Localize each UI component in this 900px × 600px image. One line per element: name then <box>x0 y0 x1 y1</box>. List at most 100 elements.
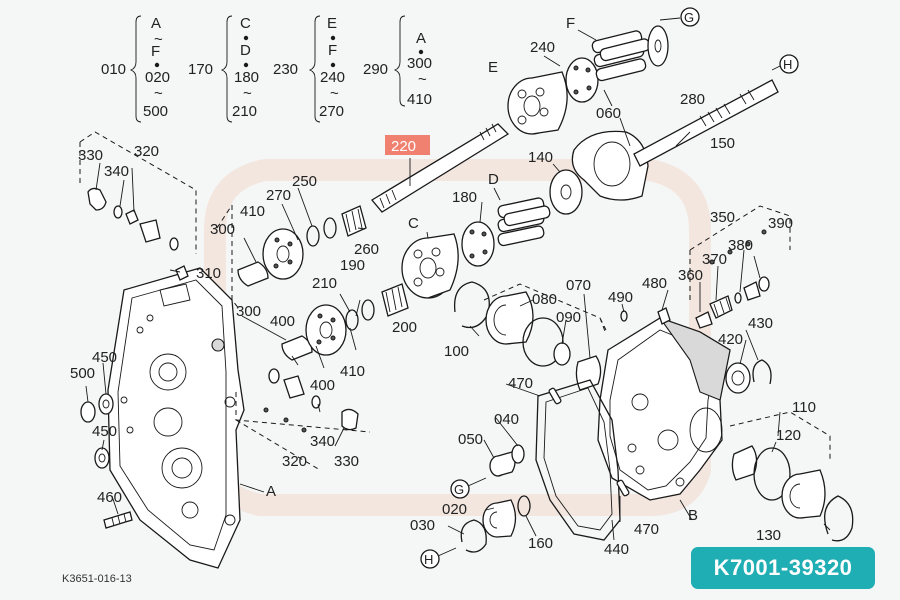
seal-housing <box>781 469 826 519</box>
label-390: 390 <box>768 215 793 232</box>
plate-410-top <box>262 228 304 280</box>
parts-360-390 <box>695 229 770 329</box>
group-box-320-top <box>79 131 197 254</box>
bushing-110 <box>731 445 758 481</box>
label-130: 130 <box>756 527 781 544</box>
group-box-320-bottom <box>235 392 371 471</box>
label-c: C <box>408 215 419 232</box>
legend-number: 010 <box>101 61 126 78</box>
case-b <box>597 316 731 501</box>
svg-text:H: H <box>424 552 433 567</box>
label-320-b: 320 <box>282 453 307 470</box>
part-number-badge: K7001-39320 <box>691 547 875 589</box>
label-280: 280 <box>680 91 705 108</box>
label-a: A <box>266 483 276 500</box>
legend-range-top: E <box>327 15 337 32</box>
washer-140 <box>549 169 583 215</box>
label-d: D <box>488 171 499 188</box>
label-260: 260 <box>354 241 379 258</box>
parts-330-340-top <box>87 187 179 251</box>
label-470-b: 470 <box>634 521 659 538</box>
legend-range-mid: 020 <box>145 69 170 86</box>
label-100: 100 <box>444 343 469 360</box>
legend-group-290: 290 A 300 ~ 410 <box>363 15 432 108</box>
svg-text:~: ~ <box>330 85 339 102</box>
bearing-070 <box>485 291 534 345</box>
bearing-050 <box>489 451 516 477</box>
svg-text:~: ~ <box>154 31 163 48</box>
label-020: 020 <box>442 501 467 518</box>
label-e: E <box>488 59 498 76</box>
callout-g-top: G <box>659 7 700 27</box>
label-270: 270 <box>266 187 291 204</box>
label-330: 330 <box>78 147 103 164</box>
snap-ring-100 <box>453 281 490 329</box>
cylinder-block-c <box>401 233 459 299</box>
label-120: 120 <box>776 427 801 444</box>
shaft-150 <box>633 79 779 167</box>
legend-range-bottom: 210 <box>232 103 257 120</box>
part-labels: 330 340 320 250 270 410 300 260 310 400 … <box>70 15 816 558</box>
legend-range-top: C <box>240 15 251 32</box>
plate-410-bottom <box>305 304 347 356</box>
label-500: 500 <box>70 365 95 382</box>
diagram-code: K3651-016-13 <box>62 573 132 585</box>
label-460: 460 <box>97 489 122 506</box>
piston-300-bottom <box>281 335 313 361</box>
piston-set-f <box>591 30 651 82</box>
highlight-220-box <box>385 135 430 155</box>
label-050: 050 <box>458 431 483 448</box>
ring-160 <box>517 495 531 517</box>
plug-500 <box>80 401 96 423</box>
label-400: 400 <box>270 313 295 330</box>
legend-range-top: A <box>416 30 426 47</box>
bearing-020 <box>482 499 517 538</box>
plate-240 <box>565 57 599 103</box>
label-140: 140 <box>528 149 553 166</box>
callout-g-bottom: G <box>450 477 487 499</box>
case-a <box>107 267 245 569</box>
bushing-c1 <box>575 355 602 391</box>
svg-text:H: H <box>783 57 792 72</box>
leader-lines <box>85 29 831 541</box>
label-b: B <box>688 507 698 524</box>
legend-range-top2: F <box>328 42 337 59</box>
svg-text:G: G <box>684 10 694 25</box>
label-060: 060 <box>596 105 621 122</box>
label-240: 240 <box>530 39 555 56</box>
label-080: 080 <box>532 291 557 308</box>
label-490: 490 <box>608 289 633 306</box>
label-200: 200 <box>392 319 417 336</box>
svg-text:~: ~ <box>243 85 252 102</box>
piston-300-top <box>237 261 269 287</box>
gasket-440 <box>535 379 621 541</box>
legend-range-top2: D <box>240 42 251 59</box>
label-480: 480 <box>642 275 667 292</box>
label-030: 030 <box>410 517 435 534</box>
label-300: 300 <box>210 221 235 238</box>
svg-text:~: ~ <box>418 71 427 88</box>
legend-range-bottom: 270 <box>319 103 344 120</box>
label-360: 360 <box>678 267 703 284</box>
group-box-070 <box>483 283 607 335</box>
plug-480 <box>657 307 671 325</box>
label-190: 190 <box>340 257 365 274</box>
label-070: 070 <box>566 277 591 294</box>
piston-set-d <box>497 197 551 247</box>
label-310: 310 <box>196 265 221 282</box>
group-box-290 <box>216 204 241 311</box>
snap-ring-430 <box>752 359 772 385</box>
legend-range-bottom: 500 <box>143 103 168 120</box>
label-160: 160 <box>528 535 553 552</box>
washer-280 <box>647 25 669 67</box>
shaft-220 <box>371 123 510 213</box>
label-410: 410 <box>240 203 265 220</box>
label-210: 210 <box>312 275 337 292</box>
label-220: 220 <box>391 138 416 155</box>
legend-number: 290 <box>363 61 388 78</box>
bearing-420 <box>725 362 751 394</box>
legend-number: 230 <box>273 61 298 78</box>
dowels-470 <box>548 387 630 497</box>
label-410-b: 410 <box>340 363 365 380</box>
